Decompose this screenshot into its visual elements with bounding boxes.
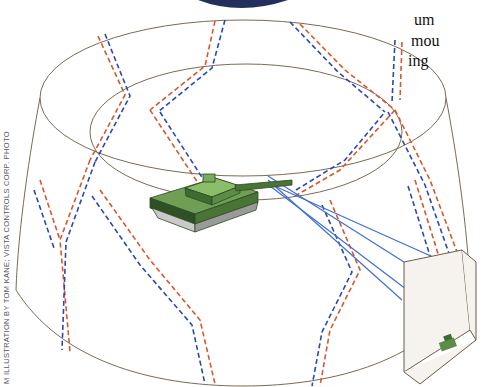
dome-outline — [16, 98, 470, 386]
small-tank — [439, 334, 457, 352]
blue-dashed-lines — [34, 20, 452, 386]
text-fragment: um — [414, 12, 434, 28]
inner-ellipse — [90, 64, 402, 200]
text-fragment: mou — [411, 33, 439, 49]
text-fragment: ing — [408, 53, 428, 69]
top-ellipse — [40, 20, 446, 176]
red-dashed-lines — [40, 21, 460, 386]
top-shape — [198, 0, 288, 8]
projected-view — [404, 250, 476, 384]
tank — [150, 174, 292, 232]
photo-credit: M ILLUSTRATION BY TOM KANE; VISTA CONTRO… — [3, 131, 11, 384]
